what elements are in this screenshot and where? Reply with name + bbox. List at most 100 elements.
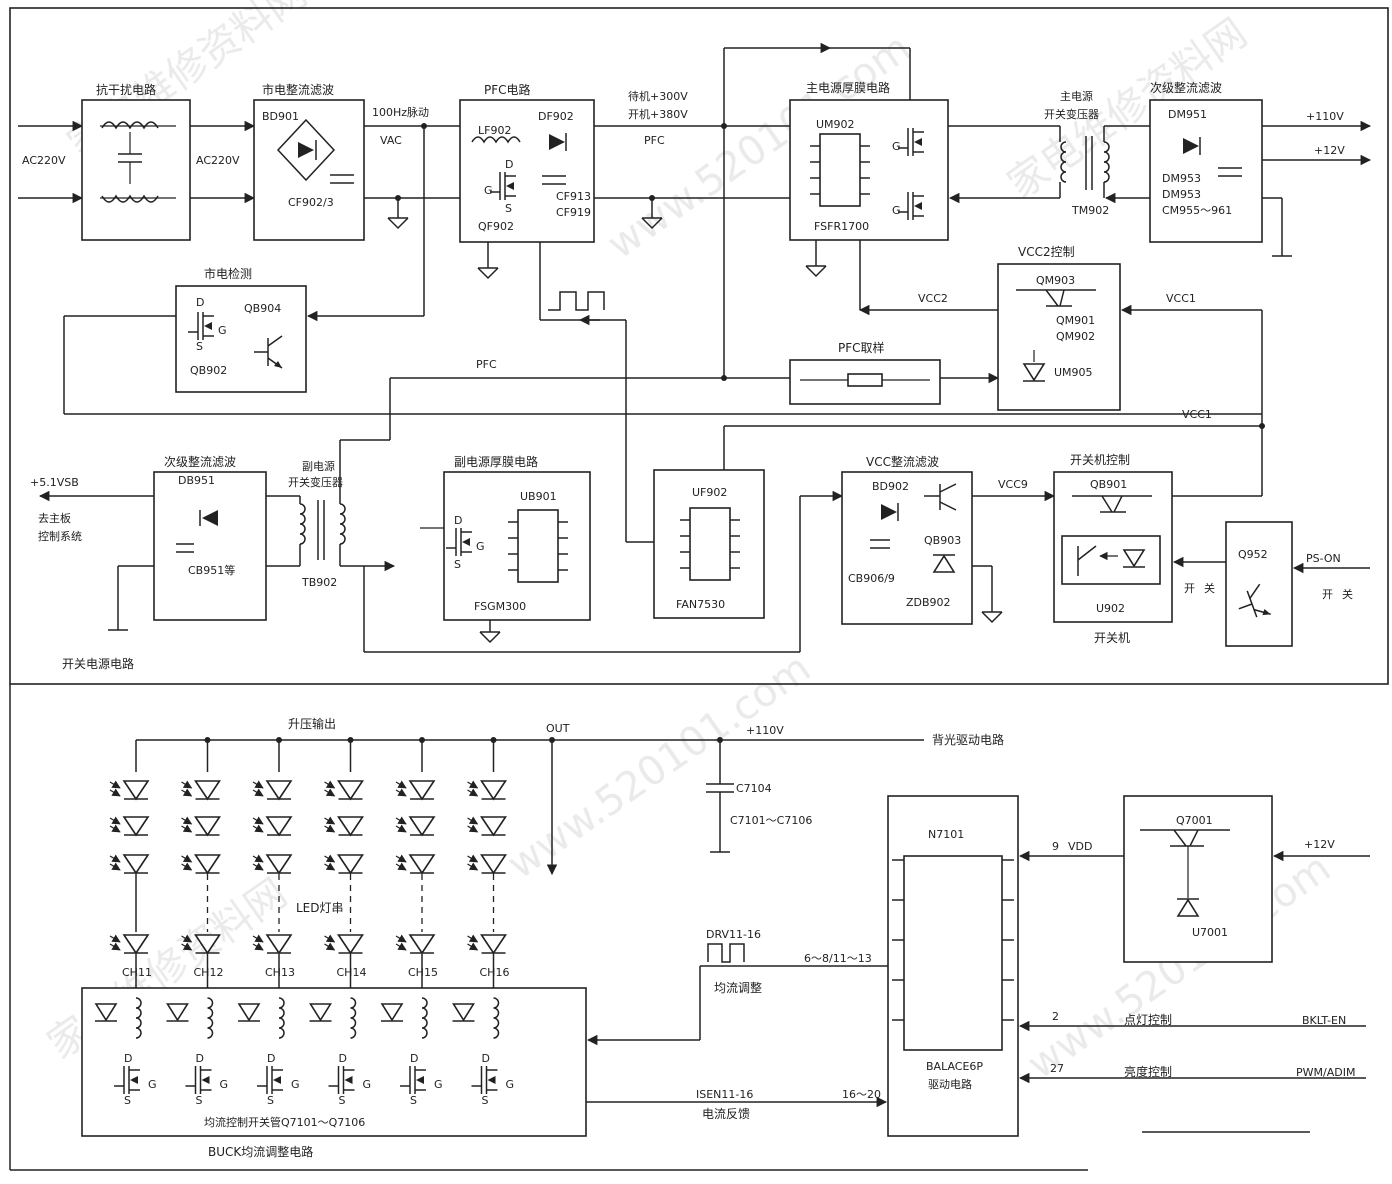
vcc2-q2: QM901 <box>1056 314 1095 327</box>
led-icon <box>468 855 506 873</box>
vcc2-control-block: VCC2控制 QM903 QM901 QM902 UM905 <box>997 245 1121 411</box>
buck-cell: DSG <box>94 997 157 1107</box>
vcc1-label-mid: VCC1 <box>1182 408 1212 421</box>
svg-text:D: D <box>454 514 462 527</box>
svg-text:G: G <box>148 1078 157 1091</box>
svg-text:G: G <box>220 1078 229 1091</box>
output-capacitor: C7104 C7101～C7106 <box>706 737 812 853</box>
pfc-sample-block: PFC取样 <box>789 340 941 405</box>
isen-pins: 16～20 <box>842 1088 881 1101</box>
led-column: CH15 <box>396 737 438 1000</box>
pfc-mosfet-ref: QF902 <box>478 220 514 233</box>
led-icon <box>253 817 291 835</box>
main-pwm-block: 主电源厚膜电路 UM902 FSFR1700 G G <box>789 80 949 241</box>
vdd-label: VDD <box>1068 840 1092 853</box>
svg-text:G: G <box>291 1078 300 1091</box>
aux-secondary-rectifier: 次级整流滤波 DB951 CB951等 <box>153 454 267 621</box>
led-icon <box>253 935 291 953</box>
svg-text:S: S <box>267 1094 274 1107</box>
bklt-desc: 点灯控制 <box>1124 1013 1172 1027</box>
led-icon <box>253 855 291 873</box>
vsb-dest-1: 去主板 <box>38 511 71 525</box>
top-section-caption: 开关电源电路 <box>62 656 134 671</box>
bottom-section-caption: BUCK均流调整电路 <box>208 1144 313 1159</box>
led-string-label: LED灯串 <box>296 901 344 915</box>
emi-title: 抗干扰电路 <box>96 82 156 97</box>
aux-xfmr-ref: TB902 <box>301 576 337 589</box>
drv-label: DRV11-16 <box>706 928 761 941</box>
main-sec-c2: DM953 <box>1162 188 1201 201</box>
ac-input-label: AC220V <box>22 154 66 167</box>
pfc-on-voltage: 开机+380V <box>628 107 688 121</box>
svg-text:G: G <box>476 540 485 553</box>
ps-on-close: 关 <box>1342 587 1353 601</box>
vcc2-diode: UM905 <box>1054 366 1093 379</box>
channel-label: CH13 <box>265 966 295 979</box>
pfc-diode-ref: DF902 <box>538 110 574 123</box>
q952-open: 开 <box>1184 582 1195 595</box>
pfc-ic-part: FAN7530 <box>676 598 725 611</box>
pfc-block: PFC电路 LF902 DF902 D G S QF902 CF913 CF91… <box>459 82 595 243</box>
aux-pwm-part: FSGM300 <box>474 600 526 613</box>
vcc-rect-title: VCC整流滤波 <box>866 454 939 469</box>
driver-desc: 驱动电路 <box>928 1078 972 1091</box>
driver-part: BALACE6P <box>926 1060 983 1073</box>
led-icon <box>182 817 220 835</box>
main-xfmr-title2: 开关变压器 <box>1044 107 1099 121</box>
isen-label: ISEN11-16 <box>696 1088 753 1101</box>
aux-pwm-block: 副电源厚膜电路 D G S UB901 FSGM300 <box>420 454 591 621</box>
backlight-driver-title: 背光驱动电路 <box>932 732 1004 747</box>
main-pwm-title: 主电源厚膜电路 <box>806 80 890 95</box>
vcc-rect-transistor: QB903 <box>924 534 961 547</box>
power-ctrl-transistor: QB901 <box>1090 478 1127 491</box>
led-icon <box>468 817 506 835</box>
q952-block: Q952 <box>1225 521 1293 647</box>
vdd-regulator-block: Q7001 U7001 <box>1123 795 1273 963</box>
main-sec-title: 次级整流滤波 <box>1150 80 1222 95</box>
svg-text:G: G <box>434 1078 443 1091</box>
svg-text:D: D <box>267 1052 275 1065</box>
mains-rectifier-block: 市电整流滤波 BD901 CF902/3 <box>253 82 365 241</box>
buck-box-label: 均流控制开关管Q7101～Q7106 <box>204 1115 365 1129</box>
driver-ic-ref: N7101 <box>928 828 964 841</box>
rect-cap-ref: CF902/3 <box>288 196 334 209</box>
emi-filter-block: 抗干扰电路 <box>81 82 191 241</box>
aux-sec-cap: CB951等 <box>188 563 235 577</box>
svg-text:G: G <box>506 1078 515 1091</box>
cap-ref-1: C7104 <box>736 782 772 795</box>
svg-text:D: D <box>196 1052 204 1065</box>
vcc-rect-diode: BD902 <box>872 480 909 493</box>
led-icon <box>396 817 434 835</box>
main-pwm-ic: UM902 <box>816 118 855 131</box>
emi-output-label: AC220V <box>196 154 240 167</box>
vcc2-q1: QM903 <box>1036 274 1075 287</box>
pfc-controller-ic: UF902 FAN7530 <box>653 469 765 619</box>
aux-transformer: 副电源 开关变压器 TB902 <box>266 440 346 589</box>
pfc-pulse-symbol <box>548 291 605 311</box>
svg-text:G: G <box>484 184 493 197</box>
led-icon <box>110 935 148 953</box>
svg-text:S: S <box>410 1094 417 1107</box>
bottom-110v: +110V <box>746 724 784 737</box>
svg-text:D: D <box>482 1052 490 1065</box>
vsb-dest-2: 控制系统 <box>38 529 82 543</box>
svg-text:S: S <box>196 340 203 353</box>
boost-output-label: 升压输出 <box>288 716 336 731</box>
pin2: 2 <box>1052 1010 1059 1023</box>
main-pwm-part: FSFR1700 <box>814 220 869 233</box>
q952-ref: Q952 <box>1238 548 1268 561</box>
power-ctrl-title: 开关机控制 <box>1070 453 1130 467</box>
vdd-pin: 9 <box>1052 840 1059 853</box>
led-icon <box>182 781 220 799</box>
vac-label: VAC <box>380 134 402 147</box>
isen-desc: 电流反馈 <box>702 1107 750 1121</box>
out-label: OUT <box>546 722 570 735</box>
led-column: CH13 <box>253 737 295 1000</box>
led-icon <box>396 781 434 799</box>
svg-text:S: S <box>339 1094 346 1107</box>
led-icon <box>253 781 291 799</box>
